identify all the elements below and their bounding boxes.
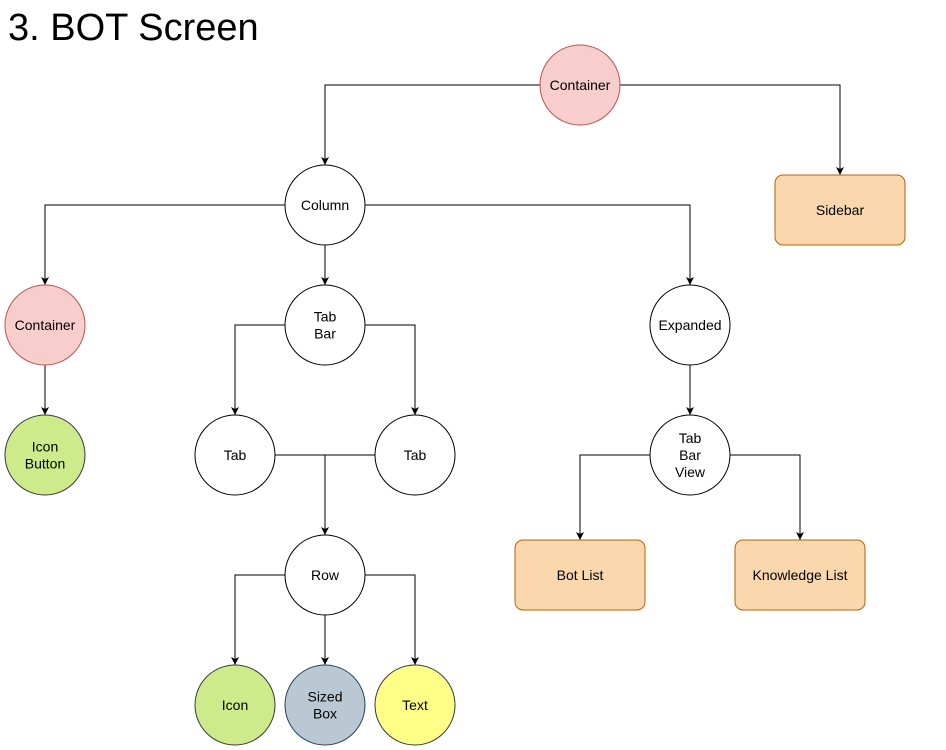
edge-tab-1-to-row bbox=[275, 454, 329, 535]
node-tab-2: Tab bbox=[374, 414, 456, 496]
node-label-icon-button-0: Icon bbox=[32, 439, 58, 455]
node-label-tab-bar-view-2: View bbox=[675, 464, 706, 480]
node-shape-column bbox=[284, 164, 366, 246]
node-expanded: Expanded bbox=[649, 284, 731, 366]
node-label-text-0: Text bbox=[402, 697, 428, 713]
node-shape-bot-list bbox=[514, 539, 646, 611]
node-shape-knowledge-list bbox=[734, 539, 866, 611]
node-label-container-left-0: Container bbox=[15, 317, 76, 333]
node-shape-expanded bbox=[649, 284, 731, 366]
node-knowledge-list: Knowledge List bbox=[734, 539, 866, 611]
edge-row-to-icon bbox=[231, 574, 285, 665]
node-icon: Icon bbox=[194, 664, 276, 746]
edge-column-to-container-left bbox=[41, 204, 285, 285]
edges-layer bbox=[41, 84, 844, 665]
node-label-column-0: Column bbox=[301, 197, 349, 213]
node-label-knowledge-list-0: Knowledge List bbox=[753, 567, 848, 583]
page-title: 3. BOT Screen bbox=[8, 7, 259, 49]
node-row: Row bbox=[284, 534, 366, 616]
node-label-expanded-0: Expanded bbox=[658, 317, 721, 333]
node-shape-tab-bar bbox=[284, 284, 366, 366]
node-label-bot-list-0: Bot List bbox=[557, 567, 604, 583]
node-shape-tab-1 bbox=[194, 414, 276, 496]
edge-column-to-expanded bbox=[365, 204, 694, 285]
node-label-tab-1-0: Tab bbox=[224, 447, 247, 463]
nodes-layer: ContainerSidebarColumnContainerIconButto… bbox=[4, 44, 906, 746]
node-label-tab-bar-0: Tab bbox=[314, 309, 337, 325]
node-label-tab-2-0: Tab bbox=[404, 447, 427, 463]
node-sidebar: Sidebar bbox=[774, 174, 906, 246]
node-label-row-0: Row bbox=[311, 567, 340, 583]
node-label-tab-bar-view-0: Tab bbox=[679, 430, 702, 446]
edge-tab-bar-view-to-knowledge-list bbox=[730, 454, 804, 540]
node-container-root: Container bbox=[539, 44, 621, 126]
node-shape-row bbox=[284, 534, 366, 616]
edge-row-to-text bbox=[365, 574, 419, 665]
node-tab-1: Tab bbox=[194, 414, 276, 496]
node-container-left: Container bbox=[4, 284, 86, 366]
node-shape-tab-bar-view bbox=[649, 414, 731, 496]
node-label-sidebar-0: Sidebar bbox=[816, 202, 865, 218]
node-label-icon-button-1: Button bbox=[25, 456, 65, 472]
edge-container-root-to-sidebar bbox=[620, 84, 844, 175]
node-shape-sized-box bbox=[284, 664, 366, 746]
edge-tab-bar-to-tab-1 bbox=[231, 324, 285, 415]
node-shape-container-root bbox=[539, 44, 621, 126]
edge-tab-bar-view-to-bot-list bbox=[576, 454, 650, 540]
node-shape-text bbox=[374, 664, 456, 746]
node-label-container-root-0: Container bbox=[550, 77, 611, 93]
node-text: Text bbox=[374, 664, 456, 746]
node-label-sized-box-1: Box bbox=[313, 706, 337, 722]
node-shape-icon-button bbox=[4, 414, 86, 496]
node-shape-sidebar bbox=[774, 174, 906, 246]
edge-tab-bar-to-tab-2 bbox=[365, 324, 419, 415]
node-column: Column bbox=[284, 164, 366, 246]
node-label-tab-bar-view-1: Bar bbox=[679, 447, 701, 463]
node-shape-tab-2 bbox=[374, 414, 456, 496]
node-label-tab-bar-1: Bar bbox=[314, 326, 336, 342]
node-label-icon-0: Icon bbox=[222, 697, 248, 713]
node-shape-icon bbox=[194, 664, 276, 746]
node-bot-list: Bot List bbox=[514, 539, 646, 611]
edge-container-root-to-column bbox=[321, 84, 540, 165]
node-shape-container-left bbox=[4, 284, 86, 366]
node-label-sized-box-0: Sized bbox=[307, 689, 342, 705]
